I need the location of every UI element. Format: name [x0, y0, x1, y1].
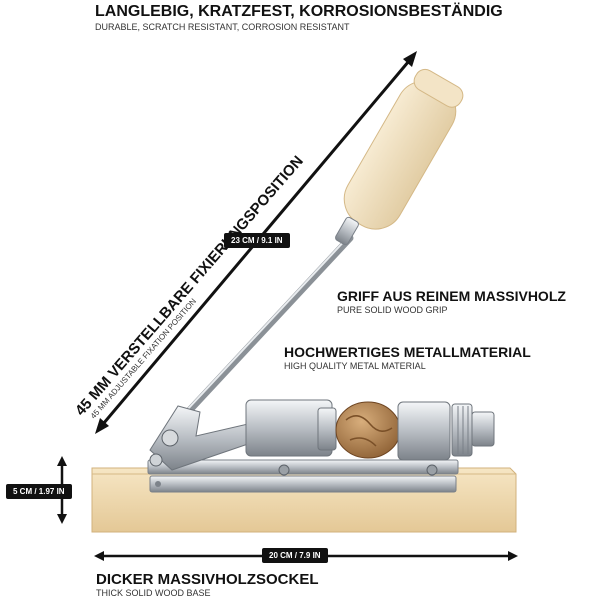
length-dimension: 23 CM / 9.1 IN	[224, 233, 290, 248]
grip-title: GRIFF AUS REINEM MASSIVHOLZ	[337, 288, 566, 304]
durability-subtitle: DURABLE, SCRATCH RESISTANT, CORROSION RE…	[95, 22, 350, 32]
metal-rail	[147, 459, 459, 493]
threaded-screw	[397, 401, 495, 461]
durability-title: LANGLEBIG, KRATZFEST, KORROSIONSBESTÄNDI…	[95, 3, 503, 20]
metal-title: HOCHWERTIGES METALLMATERIAL	[284, 344, 531, 360]
width-dimension: 20 CM / 7.9 IN	[262, 548, 328, 563]
wood-handle	[335, 68, 464, 246]
walnut	[335, 401, 401, 459]
lever-rod	[184, 234, 354, 416]
grip-subtitle: PURE SOLID WOOD GRIP	[337, 305, 448, 315]
lever-joint	[149, 405, 249, 471]
base-title: DICKER MASSIVHOLZSOCKEL	[96, 571, 319, 588]
base-subtitle: THICK SOLID WOOD BASE	[96, 588, 211, 598]
metal-subtitle: HIGH QUALITY METAL MATERIAL	[284, 361, 426, 371]
pusher-cylinder	[245, 399, 337, 457]
height-dimension: 5 CM / 1.97 IN	[6, 484, 72, 499]
